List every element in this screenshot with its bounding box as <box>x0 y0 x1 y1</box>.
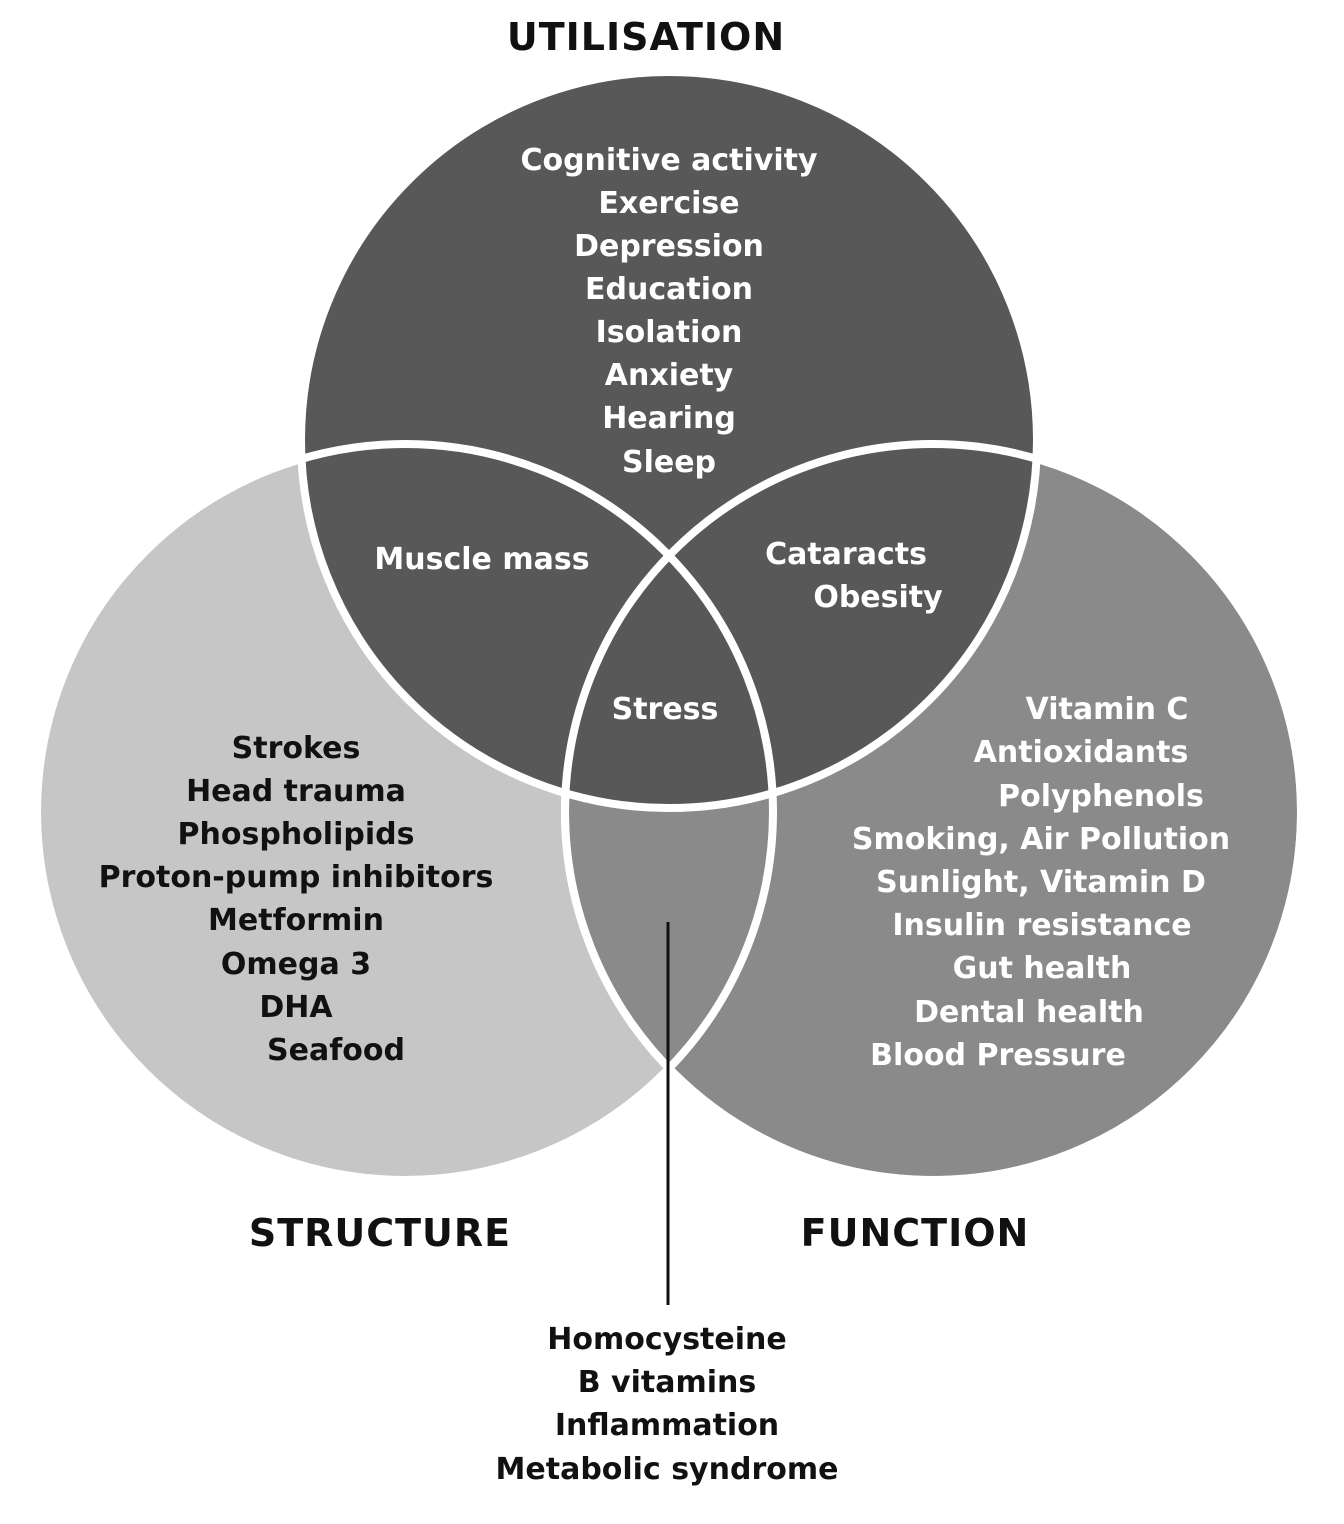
title-utilisation: UTILISATION <box>507 15 785 59</box>
structure-item: Metformin <box>208 903 384 938</box>
structure-function-list: Homocysteine B vitamins Inflammation Met… <box>496 1322 839 1487</box>
function-item: Dental health <box>914 995 1144 1030</box>
structure-item: Strokes <box>232 731 361 766</box>
structure-outline <box>33 440 777 1184</box>
title-function: FUNCTION <box>801 1211 1030 1255</box>
utilisation-item: Cognitive activity <box>520 143 818 178</box>
utilisation-circle <box>297 68 1041 812</box>
structure-function-item: B vitamins <box>578 1365 757 1400</box>
overlap-utilisation-function-item: Obesity <box>813 580 943 615</box>
overlap-utilisation-structure-item: Muscle mass <box>374 542 589 577</box>
structure-function-item: Inflammation <box>555 1408 779 1443</box>
utilisation-item: Isolation <box>596 315 743 350</box>
utilisation-item: Exercise <box>598 186 739 221</box>
structure-function-item: Metabolic syndrome <box>496 1452 839 1487</box>
center-item: Stress <box>612 692 719 727</box>
overlap-utilisation-function-item: Cataracts <box>765 537 927 572</box>
function-item: Sunlight, Vitamin D <box>876 865 1206 900</box>
structure-item: Omega 3 <box>221 947 371 982</box>
function-item: Polyphenols <box>998 779 1204 814</box>
function-item: Insulin resistance <box>892 908 1191 943</box>
function-item: Smoking, Air Pollution <box>852 822 1230 857</box>
structure-function-item: Homocysteine <box>547 1322 786 1357</box>
structure-item: Phospholipids <box>178 817 415 852</box>
function-item: Blood Pressure <box>870 1038 1126 1073</box>
utilisation-item: Hearing <box>602 401 736 436</box>
function-item: Vitamin C <box>1026 692 1189 727</box>
function-item: Antioxidants <box>974 735 1189 770</box>
utilisation-item: Anxiety <box>605 358 734 393</box>
utilisation-item: Sleep <box>622 445 716 480</box>
function-outline <box>561 440 1305 1184</box>
utilisation-item: Depression <box>574 229 764 264</box>
structure-item: Head trauma <box>186 774 406 809</box>
title-structure: STRUCTURE <box>249 1211 511 1255</box>
structure-item: DHA <box>259 990 333 1025</box>
function-list: Vitamin C Antioxidants Polyphenols Smoki… <box>852 692 1230 1073</box>
utilisation-list: Cognitive activity Exercise Depression E… <box>520 143 818 480</box>
structure-list: Strokes Head trauma Phospholipids Proton… <box>99 731 494 1068</box>
structure-item: Proton-pump inhibitors <box>99 860 494 895</box>
function-item: Gut health <box>953 951 1132 986</box>
structure-item: Seafood <box>267 1033 405 1068</box>
utilisation-item: Education <box>585 272 753 307</box>
